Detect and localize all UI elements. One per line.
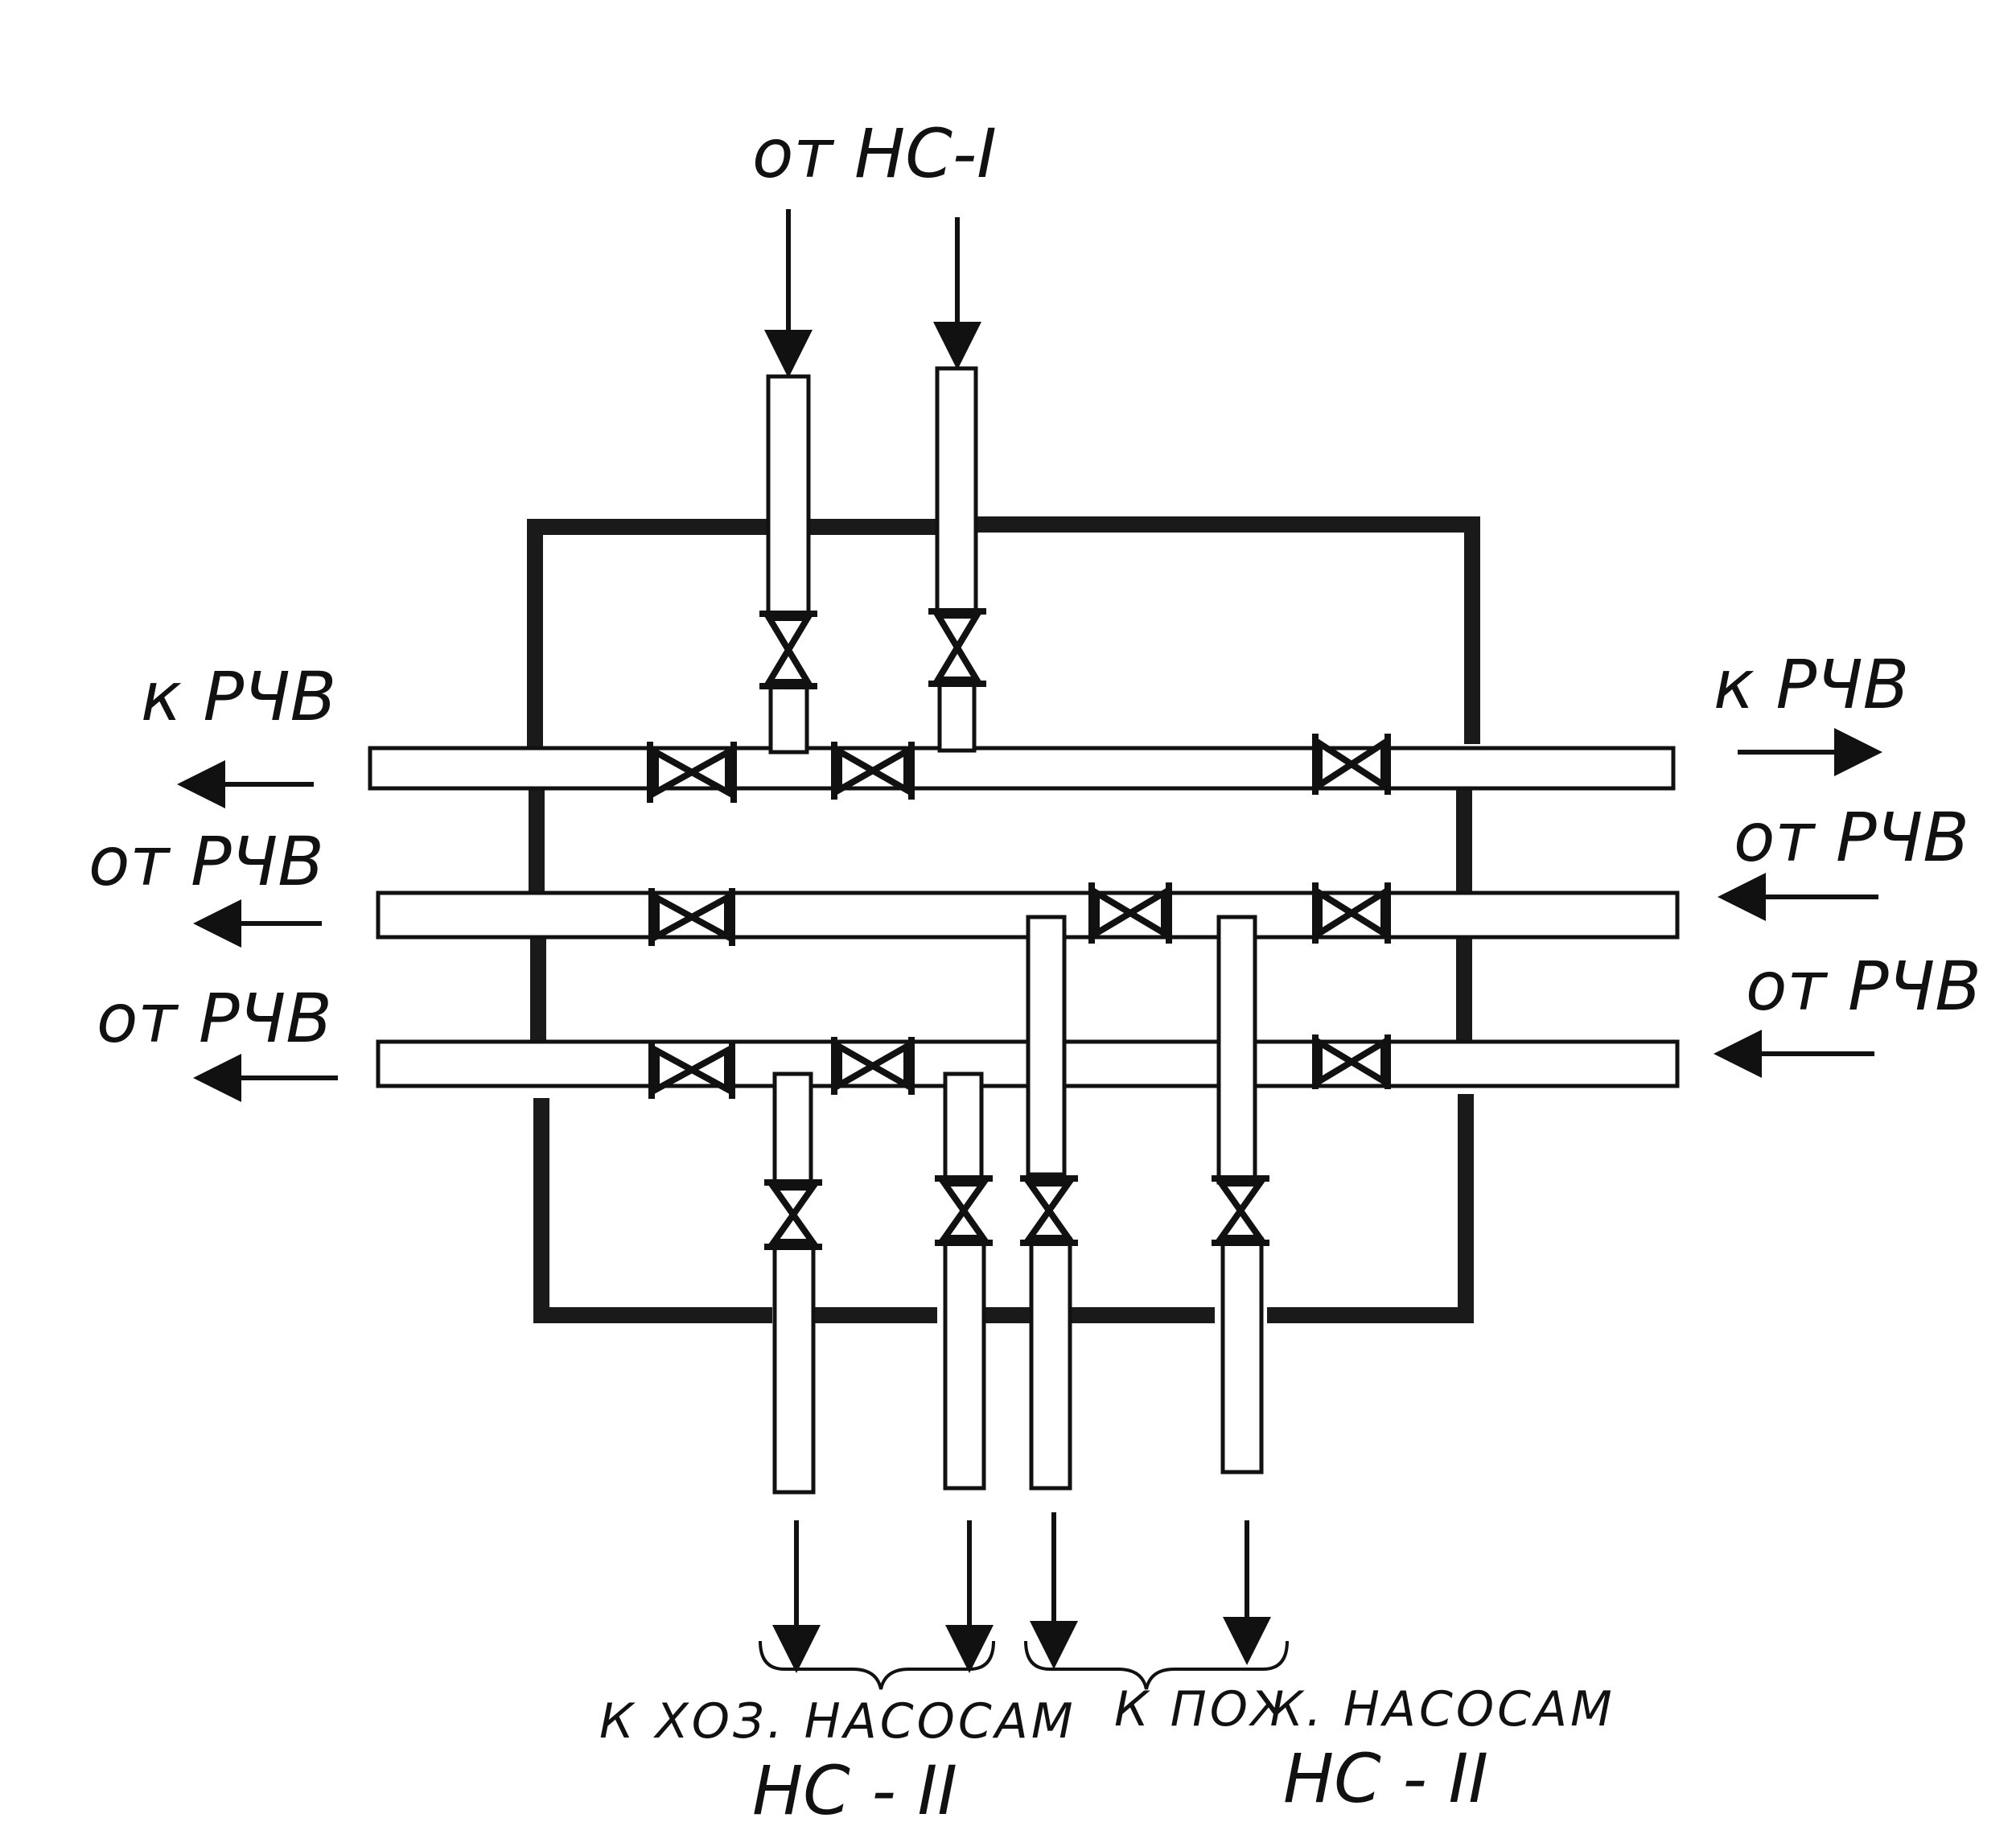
label-left-mid: от РЧВ (88, 822, 324, 901)
valve-top-1 (647, 742, 737, 803)
pipe-horizontal-top (368, 746, 1676, 791)
label-bottom-left-sub: НС - II (752, 1751, 957, 1822)
label-top-inlet: от НС-I (752, 114, 997, 193)
valve-inlet-1 (759, 611, 817, 689)
label-right-bottom: от РЧВ (1746, 947, 1981, 1026)
valve-mid-3 (1312, 882, 1391, 944)
chamber-walls (527, 516, 1480, 1323)
pipe-inlet-1-lower (768, 681, 809, 755)
pipe-riser-2 (1216, 915, 1257, 1185)
valves (647, 608, 1391, 1250)
label-left-top: к РЧВ (141, 657, 336, 736)
pipe-inlet-2-upper (935, 366, 978, 616)
valve-mid-1 (648, 888, 735, 946)
valve-bottom-2 (831, 1037, 915, 1095)
pipe-outlet-2-upper (943, 1071, 984, 1185)
pipe-outlet-3-lower (1029, 1236, 1072, 1491)
brace-right (1024, 1640, 1289, 1690)
pipe-outlet-2-lower (943, 1236, 986, 1491)
label-bottom-right-sub: НС - II (1283, 1739, 1488, 1818)
valve-top-3 (1312, 734, 1391, 795)
brace-left (759, 1640, 995, 1690)
valve-outlet-3 (1020, 1175, 1078, 1246)
label-right-top: к РЧВ (1714, 645, 1909, 724)
pipe-inlet-1-upper (766, 374, 811, 620)
pipes (368, 366, 1680, 1495)
valve-bottom-3 (1312, 1034, 1391, 1089)
valve-mid-2 (1088, 882, 1172, 944)
label-right-mid: от РЧВ (1734, 798, 1969, 877)
pipe-outlet-1-lower (772, 1240, 816, 1495)
pipe-outlet-1-upper (772, 1071, 813, 1189)
label-left-bottom: от РЧВ (97, 979, 332, 1058)
valve-top-2 (831, 742, 915, 800)
label-bottom-left-line: К ХОЗ. НАСОСАМ (599, 1693, 1076, 1750)
pipe-inlet-2-lower (937, 680, 977, 753)
pipe-outlet-4-lower (1220, 1236, 1264, 1474)
valve-outlet-2 (935, 1175, 993, 1246)
valve-outlet-1 (764, 1179, 822, 1250)
valve-inlet-2 (928, 608, 986, 687)
valve-bottom-1 (648, 1041, 735, 1099)
flow-arrows (177, 209, 1882, 1673)
valve-outlet-4 (1212, 1175, 1269, 1246)
label-bottom-right-line: К ПОЖ. НАСОСАМ (1114, 1681, 1615, 1738)
outlet-braces (759, 1640, 1289, 1690)
pipe-riser-1 (1026, 915, 1067, 1177)
